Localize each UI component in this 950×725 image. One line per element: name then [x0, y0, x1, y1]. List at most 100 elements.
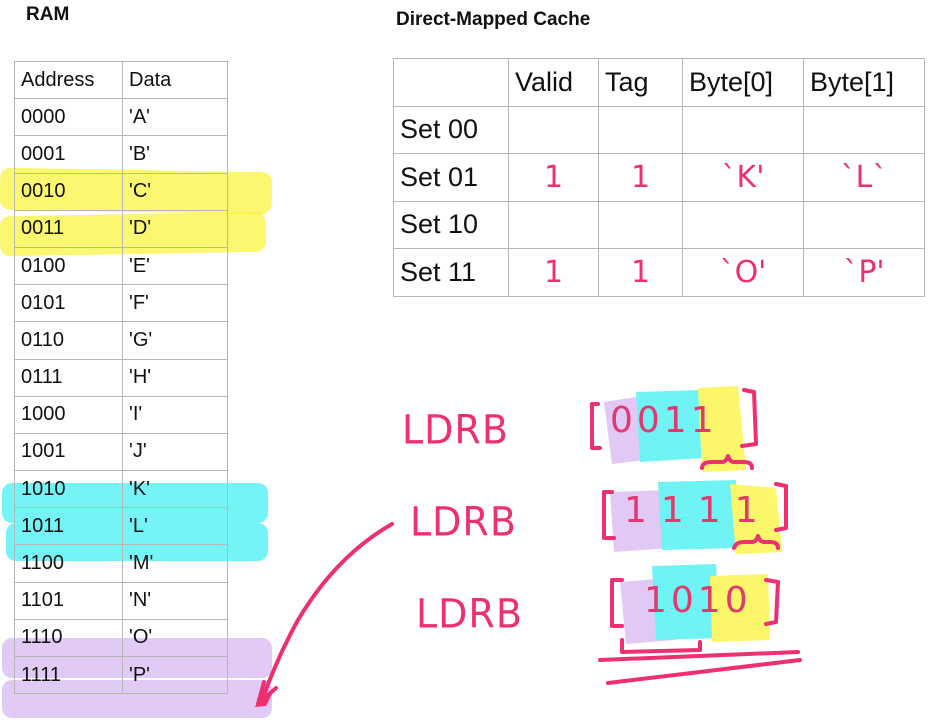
ram-data: 'K' [122, 470, 228, 509]
cache-byte0: `O' [682, 248, 804, 297]
cache-header-byte0: Byte[0] [682, 58, 804, 107]
instruction-op-1: LDRB [402, 406, 509, 454]
ram-row: 0000'A' [14, 98, 228, 137]
cache-byte0: `K' [682, 153, 804, 202]
ram-title: RAM [26, 4, 70, 25]
cache-row: Set 11 1 1 `O' `P' [393, 248, 925, 297]
instruction-bits-3: 1010 [644, 580, 752, 621]
cache-tag: 1 [598, 248, 683, 297]
ram-row: 0110'G' [14, 321, 228, 360]
ram-address: 0101 [14, 284, 123, 323]
ram-data: 'G' [122, 321, 228, 360]
ram-header-address: Address [14, 60, 123, 100]
ram-address: 1001 [14, 432, 123, 472]
ram-row: 0111'H' [14, 358, 228, 397]
brace-2 [732, 534, 780, 550]
cache-byte1 [803, 200, 925, 249]
ram-row: 0010'C' [14, 172, 228, 211]
cache-tag [598, 105, 683, 154]
cyan-blob-1 [636, 390, 704, 462]
ram-address: 0001 [14, 135, 123, 174]
purple-blob-1 [604, 396, 646, 464]
cache-header-corner [393, 58, 509, 107]
ram-data: 'O' [122, 618, 228, 658]
cache-set-label: Set 00 [393, 105, 509, 154]
cache-valid: 1 [508, 153, 599, 202]
cache-tag: 1 [598, 153, 683, 202]
ram-table: Address Data 0000'A' 0001'B' 0010'C' 001… [14, 60, 228, 695]
ram-data: 'L' [122, 507, 228, 546]
cache-set-label: Set 11 [393, 248, 509, 297]
ram-header-row: Address Data [14, 60, 228, 100]
underline-1 [598, 650, 800, 662]
arrow-head [256, 680, 278, 706]
cache-title: Direct-Mapped Cache [396, 9, 591, 30]
ram-data: 'E' [122, 246, 228, 286]
cache-set-label: Set 01 [393, 153, 509, 202]
brace-1 [700, 454, 754, 470]
ram-row: 0011'D' [14, 209, 228, 248]
bracket-open-2 [602, 490, 616, 540]
ram-address: 0100 [14, 246, 123, 286]
arrow-curve [260, 522, 394, 702]
bracket-open-3 [610, 578, 624, 628]
ram-address: 1100 [14, 544, 123, 583]
instruction-bits-1: 0011 [610, 400, 718, 441]
ram-row: 1000'I' [14, 395, 228, 434]
bracket-close-2 [774, 482, 788, 532]
cache-row: Set 00 [393, 105, 925, 154]
ram-address: 1011 [14, 507, 123, 546]
cyan-blob-2 [658, 480, 738, 550]
ram-address: 0110 [14, 321, 123, 360]
ram-row: 1101'N' [14, 581, 228, 620]
ram-header-data: Data [122, 60, 228, 100]
cache-header-tag: Tag [598, 58, 683, 107]
cache-byte1: `L` [803, 153, 925, 202]
instruction-op-2: LDRB [410, 498, 517, 546]
ram-row: 0001'B' [14, 135, 228, 174]
cache-valid: 1 [508, 248, 599, 297]
cyan-blob-3 [652, 564, 720, 640]
ram-row: 1111'P' [14, 655, 228, 695]
bracket-open-1 [590, 402, 602, 450]
ram-row: 1100'M' [14, 544, 228, 583]
ram-data: 'I' [122, 395, 228, 434]
ram-data: 'C' [122, 172, 228, 211]
ram-row: 0100'E' [14, 246, 228, 286]
bracket-close-3 [764, 578, 780, 626]
ram-data: 'M' [122, 544, 228, 583]
cache-byte0 [682, 105, 804, 154]
ram-data: 'P' [122, 655, 228, 695]
ram-address: 1111 [14, 655, 123, 695]
yellow-blob-2 [730, 484, 782, 554]
ram-row: 1010'K' [14, 470, 228, 509]
cache-tag [598, 200, 683, 249]
ram-address: 0000 [14, 98, 123, 137]
bracket-close-1 [740, 388, 758, 448]
ram-row: 1011'L' [14, 507, 228, 546]
cache-row: Set 10 [393, 200, 925, 249]
cache-byte1 [803, 105, 925, 154]
instruction-op-3: LDRB [416, 590, 523, 638]
yellow-blob-1 [698, 386, 746, 472]
purple-blob-2 [610, 490, 672, 552]
cache-byte1: `P' [803, 248, 925, 297]
underline-bits-3 [620, 638, 702, 654]
ram-data: 'F' [122, 284, 228, 323]
ram-data: 'D' [122, 209, 228, 248]
ram-data: 'H' [122, 358, 228, 397]
ram-row: 0101'F' [14, 284, 228, 323]
ram-address: 0010 [14, 172, 123, 211]
underline-2 [606, 658, 802, 685]
ram-row: 1110'O' [14, 618, 228, 658]
cache-table: Valid Tag Byte[0] Byte[1] Set 00 Set 01 … [393, 58, 925, 297]
instruction-bits-2: 1111 [624, 490, 772, 531]
cache-header-byte1: Byte[1] [803, 58, 925, 107]
ram-address: 0011 [14, 209, 123, 248]
cache-byte0 [682, 200, 804, 249]
ram-address: 1000 [14, 395, 123, 434]
ram-data: 'A' [122, 98, 228, 137]
yellow-blob-3 [710, 574, 770, 642]
cache-row: Set 01 1 1 `K' `L` [393, 153, 925, 202]
